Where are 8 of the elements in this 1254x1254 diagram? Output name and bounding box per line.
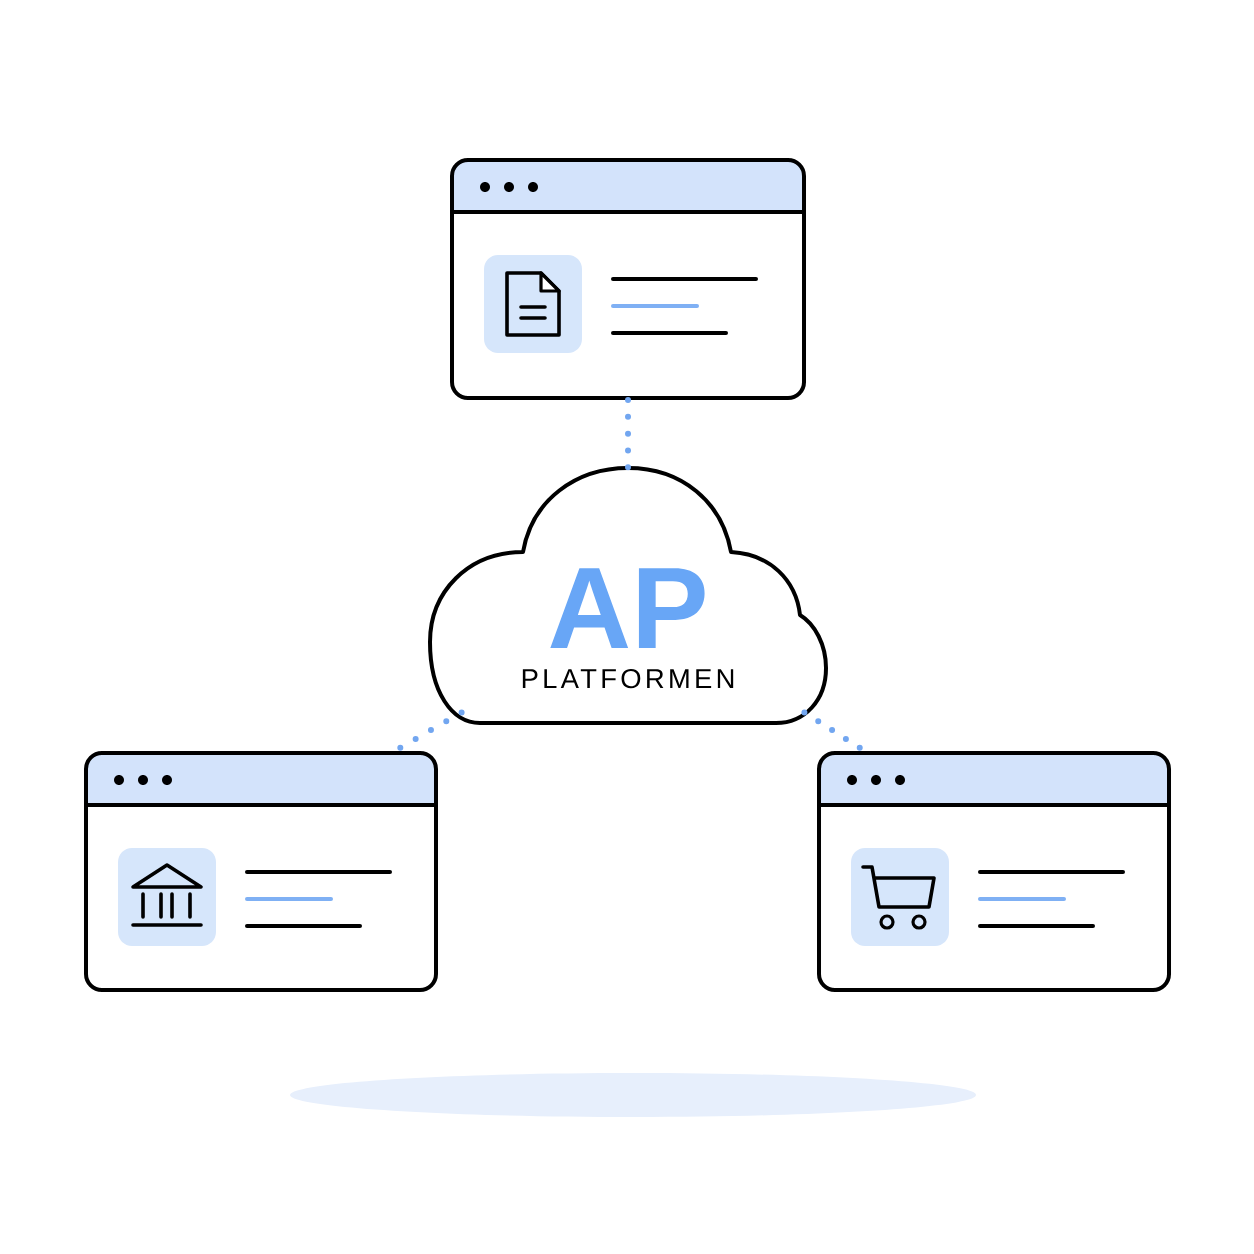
browser-window [817,751,1171,992]
dotted-line [801,709,863,751]
cloud-title: AP [550,568,705,648]
browser-window [84,751,438,992]
browser-window [450,158,806,400]
cloud-subtitle: PLATFORMEN [522,668,734,689]
dotted-line [397,709,465,751]
dotted-line [625,397,631,471]
